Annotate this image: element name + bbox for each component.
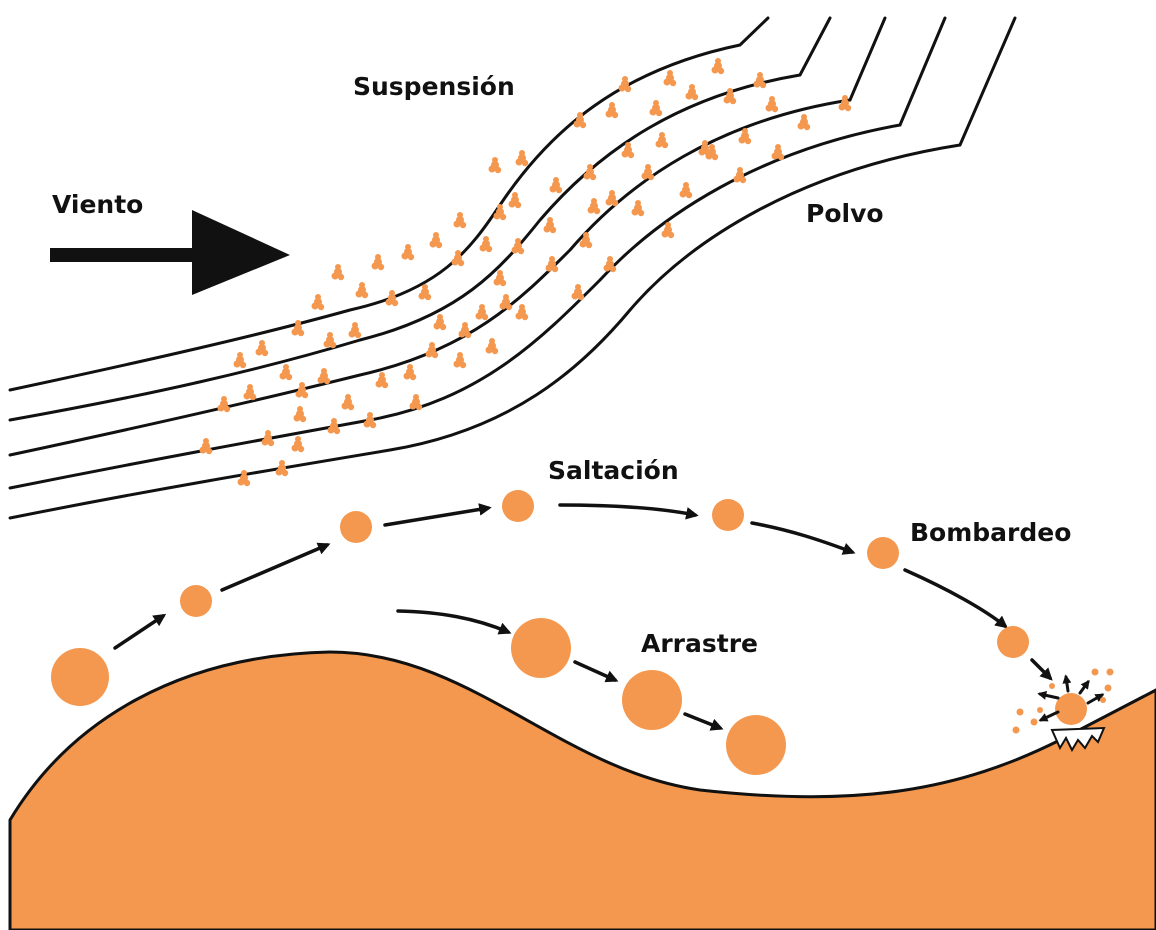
saltation-grain	[712, 499, 744, 531]
grain-start	[51, 648, 109, 706]
dust-particle	[480, 236, 493, 252]
dust-particle	[430, 232, 443, 248]
dust-particle	[606, 190, 619, 206]
dust-particle	[766, 96, 779, 112]
drag-grain	[622, 670, 682, 730]
drag-grain	[726, 715, 786, 775]
dust-particle	[632, 200, 645, 216]
dust-particle	[218, 396, 231, 412]
label-dust: Polvo	[806, 201, 884, 226]
dust-particle	[486, 338, 499, 354]
dust-particle	[476, 304, 489, 320]
saltation-grain	[502, 490, 534, 522]
dust-particle	[664, 70, 677, 86]
dust-particle	[754, 72, 767, 88]
dust-particle	[580, 232, 593, 248]
dust-particle	[294, 406, 307, 422]
dust-particle	[680, 182, 693, 198]
dust-particle	[372, 254, 385, 270]
dust-particle	[500, 294, 513, 310]
dust-particle	[376, 372, 389, 388]
dust-particle	[332, 264, 345, 280]
dust-particle	[712, 58, 725, 74]
dust-particle	[839, 95, 852, 111]
dust-particle	[650, 100, 663, 116]
dust-particle	[686, 84, 699, 100]
dust-particle	[656, 132, 669, 148]
dust-particle	[509, 192, 522, 208]
label-drag: Arrastre	[641, 631, 758, 656]
ground-dune	[10, 652, 1156, 930]
dust-particle	[459, 322, 472, 338]
dust-particle	[324, 332, 337, 348]
saltation-grain	[997, 626, 1029, 658]
dust-particle	[489, 157, 502, 173]
dust-particle	[200, 438, 213, 454]
dust-particle	[798, 114, 811, 130]
dust-particle	[342, 394, 355, 410]
label-bombardment: Bombardeo	[910, 520, 1071, 545]
dust-particle	[280, 364, 293, 380]
saltation-grain	[867, 537, 899, 569]
dust-particle	[606, 102, 619, 118]
dust-particle	[516, 304, 529, 320]
dust-particle	[318, 368, 331, 384]
dust-particle	[544, 217, 557, 233]
dust-particle	[642, 164, 655, 180]
dust-particle	[588, 198, 601, 214]
dust-particle	[454, 352, 467, 368]
dust-particle	[292, 436, 305, 452]
dust-particle	[256, 340, 269, 356]
impact-grain	[1055, 693, 1087, 725]
dust-particle	[772, 144, 785, 160]
dust-particle	[410, 394, 423, 410]
dust-particle	[244, 384, 257, 400]
saltation-grain	[180, 585, 212, 617]
label-suspension: Suspensión	[353, 74, 515, 99]
dust-particle	[356, 282, 369, 298]
dust-particle	[402, 244, 415, 260]
label-wind: Viento	[52, 192, 143, 217]
dust-particle	[516, 150, 529, 166]
dust-particle	[349, 322, 362, 338]
dust-particle	[494, 270, 507, 286]
dust-particles	[200, 58, 852, 486]
dust-particle	[312, 294, 325, 310]
label-saltation: Saltación	[548, 458, 679, 483]
dust-particle	[572, 284, 585, 300]
dust-particle	[434, 314, 447, 330]
dust-particle	[234, 352, 247, 368]
wind-arrow	[50, 210, 290, 295]
dust-particle	[454, 212, 467, 228]
drag-grain	[511, 618, 571, 678]
dust-particle	[550, 177, 563, 193]
dust-particle	[404, 364, 417, 380]
saltation-grain	[340, 511, 372, 543]
